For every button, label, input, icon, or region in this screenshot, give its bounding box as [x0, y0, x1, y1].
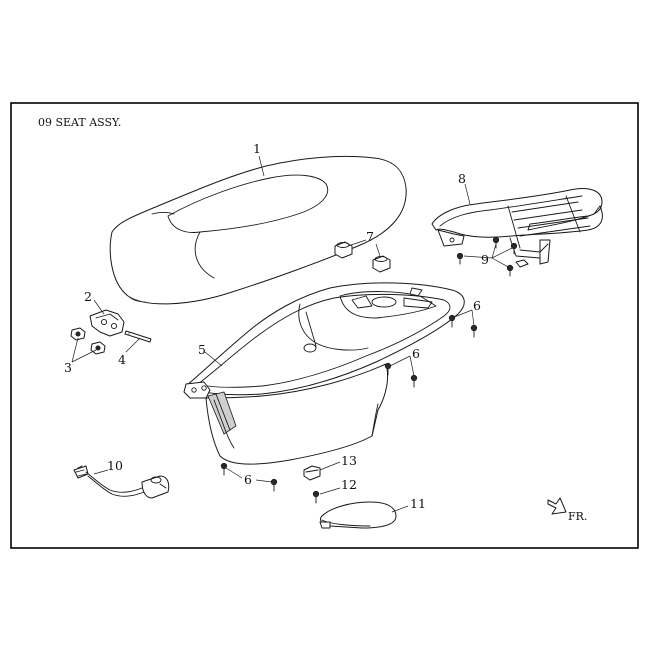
diagram-title: 09 SEAT ASSY.	[38, 116, 121, 129]
callout-10: 10	[107, 458, 123, 473]
part-9-bolts	[456, 236, 529, 277]
front-direction-indicator: FR.	[547, 497, 587, 523]
part-11-cover	[319, 501, 397, 529]
callout-7: 7	[366, 229, 374, 244]
part-8-rear-carrier	[431, 188, 603, 265]
part-3-nuts	[70, 327, 106, 355]
callout-6-upper: 6	[473, 298, 481, 313]
callout-11: 11	[410, 496, 426, 511]
part-5-helmet-box	[183, 282, 465, 465]
callout-8: 8	[458, 171, 466, 186]
part-13-clip	[303, 465, 321, 481]
arrow-icon	[547, 497, 567, 515]
callout-12: 12	[341, 477, 357, 492]
part-1-seat	[109, 155, 407, 305]
part-10-seat-lock-cable	[73, 465, 170, 499]
callout-13: 13	[341, 453, 357, 468]
part-7-rubber-bumpers	[334, 241, 391, 273]
diagram-frame	[10, 102, 639, 549]
callout-9: 9	[481, 252, 489, 267]
part-4-pin	[124, 330, 152, 343]
part-2-seat-latch-bracket	[89, 309, 125, 337]
leader-lines	[71, 155, 513, 513]
part-12-screw	[312, 490, 320, 504]
front-direction-label: FR.	[568, 510, 587, 523]
callout-numbers: 1 2 3 4 5 6 6 6 7 8 9 10 11 12 13	[64, 141, 489, 511]
callout-5: 5	[198, 342, 206, 357]
callout-4: 4	[118, 352, 126, 367]
callout-1: 1	[253, 141, 261, 156]
callout-2: 2	[84, 289, 92, 304]
part-6-screws	[220, 314, 478, 492]
callout-3: 3	[64, 360, 72, 375]
callout-6-lower: 6	[244, 472, 252, 487]
callout-6-middle: 6	[412, 346, 420, 361]
